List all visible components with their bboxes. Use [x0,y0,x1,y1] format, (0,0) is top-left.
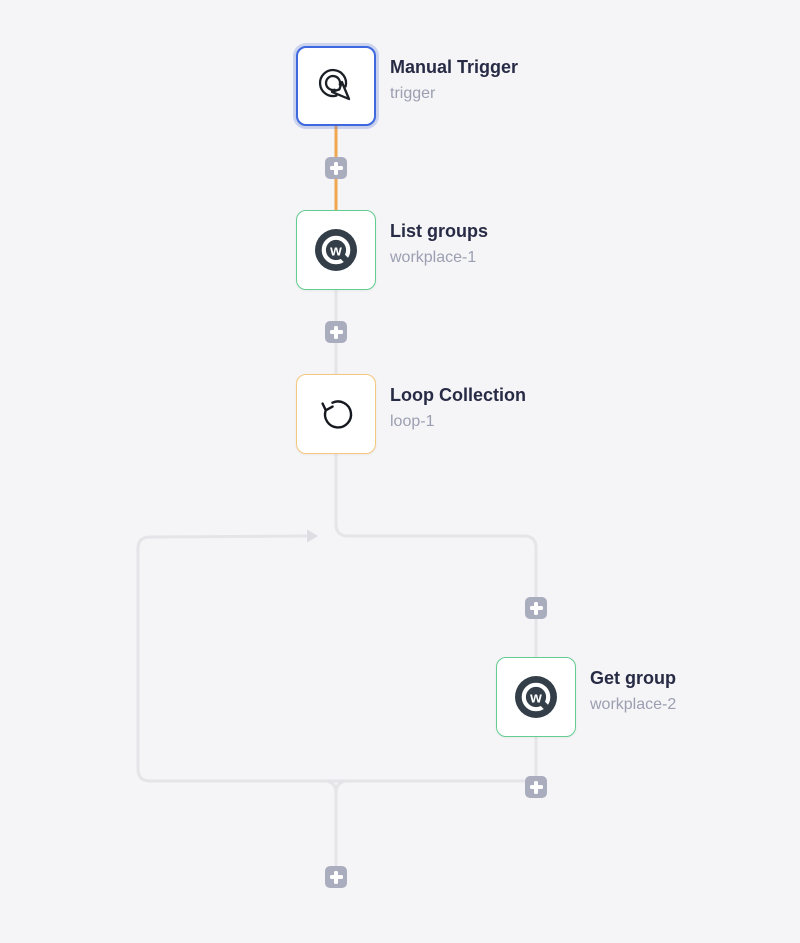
plus-icon [329,870,343,884]
loop-return-arrow-icon [307,529,318,543]
connector-loop-body [334,452,538,659]
node-label-loop-collection: Loop Collection loop-1 [390,384,526,432]
node-label-list-groups: List groups workplace-1 [390,220,488,268]
node-subtitle: workplace-2 [590,696,677,713]
node-title: Loop Collection [390,385,526,405]
svg-text:w: w [529,690,542,707]
add-step-button[interactable] [325,157,347,179]
node-subtitle: trigger [390,85,436,102]
plus-icon [329,161,343,175]
workplace-icon: w [315,229,357,271]
workplace-icon: w [515,676,557,718]
node-loop-collection[interactable] [296,374,376,454]
node-manual-trigger[interactable] [296,46,376,126]
node-list-groups[interactable]: w [296,210,376,290]
node-label-get-group: Get group workplace-2 [590,667,676,715]
add-step-button[interactable] [325,321,347,343]
plus-icon [329,325,343,339]
connector-loop-return [136,534,538,783]
connector-loop-exit [322,779,338,868]
node-label-manual-trigger: Manual Trigger trigger [390,56,518,104]
node-subtitle: workplace-1 [390,249,477,266]
connector-loop-exit-fillet [334,779,350,795]
node-title: Manual Trigger [390,57,519,77]
add-step-button[interactable] [525,776,547,798]
plus-icon [529,601,543,615]
svg-text:w: w [329,243,342,260]
loop-icon [321,400,353,429]
node-get-group[interactable]: w [496,657,576,737]
node-title: List groups [390,221,488,241]
node-subtitle: loop-1 [390,413,435,430]
plus-icon [529,780,543,794]
manual-trigger-icon [318,68,351,101]
add-step-button[interactable] [325,866,347,888]
add-step-button[interactable] [525,597,547,619]
node-title: Get group [590,668,676,688]
